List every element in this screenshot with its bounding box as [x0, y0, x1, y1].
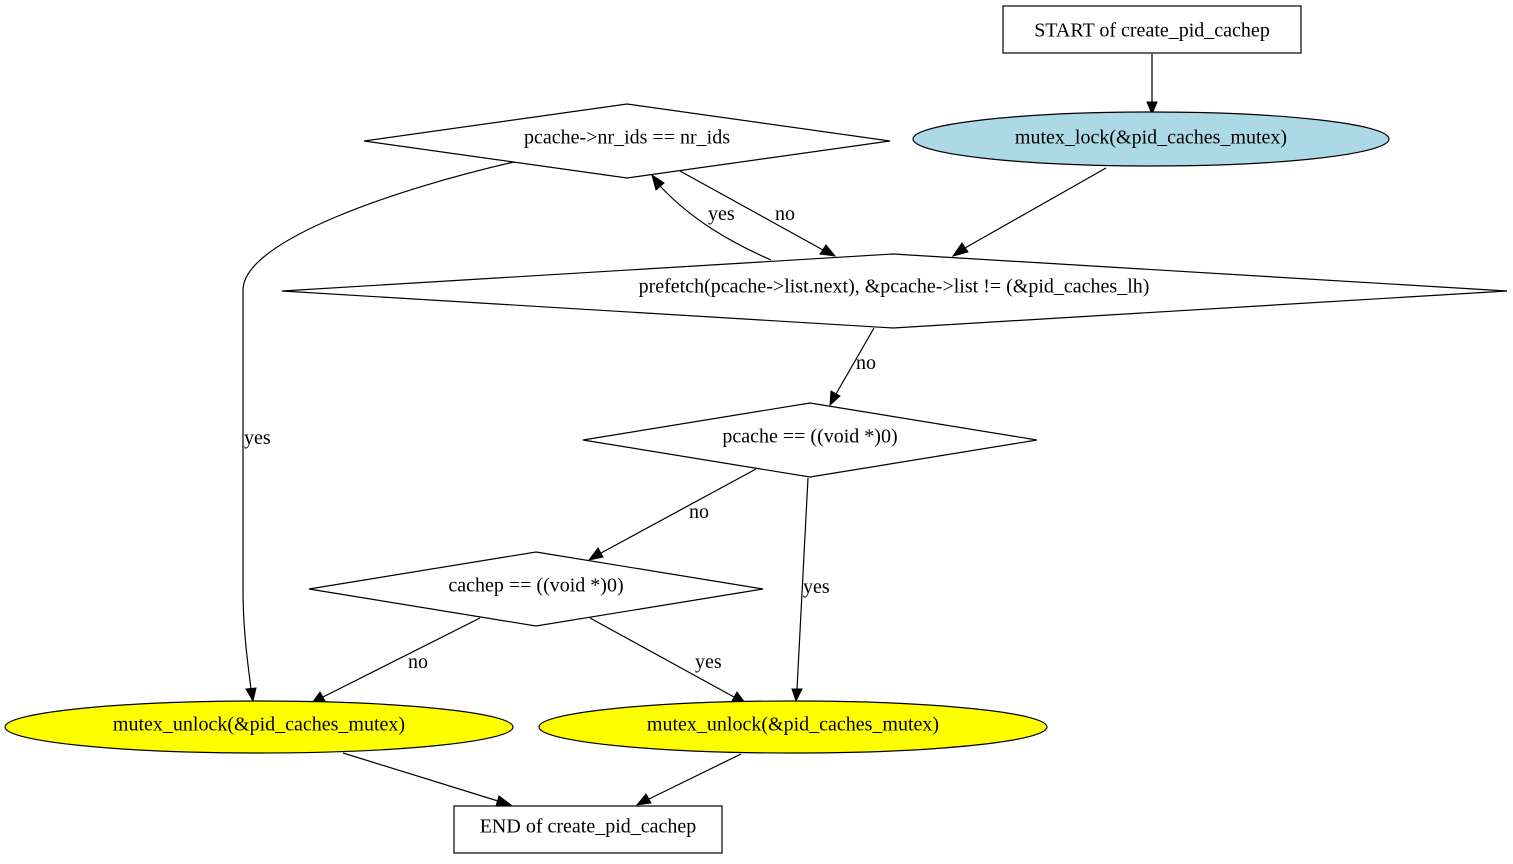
condition-loop-diamond: [281, 253, 1508, 329]
edge-cachep-to-unlockleft-no: no: [310, 617, 481, 704]
edge-cachep-to-unlockright-yes: yes: [589, 617, 747, 704]
edge-unlockright-to-end: [635, 753, 742, 806]
condition-pcache-label: pcache == ((void *)0): [722, 426, 897, 448]
mutex-unlock-right-node[interactable]: mutex_unlock(&pid_caches_mutex): [538, 700, 1048, 754]
edge-label-no: no: [856, 352, 876, 374]
end-label: END of create_pid_cachep: [480, 816, 697, 838]
edge-nrids-to-unlockleft-yes: yes: [242, 161, 515, 703]
condition-loop-label: prefetch(pcache->list.next), &pcache->li…: [639, 276, 1150, 298]
condition-nr-ids-diamond: [363, 103, 891, 179]
condition-cachep-label: cachep == ((void *)0): [448, 575, 623, 597]
edge-label-yes: yes: [695, 651, 722, 673]
start-label: START of create_pid_cachep: [1034, 20, 1270, 42]
edge-start-to-lock: [1146, 54, 1158, 116]
edges: yes no yes no no yes: [242, 54, 1158, 807]
edge-label-yes: yes: [708, 203, 735, 225]
edge-label-no: no: [775, 203, 795, 225]
nodes: START of create_pid_cachep mutex_lock(&p…: [4, 5, 1508, 854]
mutex-unlock-right-label: mutex_unlock(&pid_caches_mutex): [647, 714, 939, 736]
mutex-unlock-left-label: mutex_unlock(&pid_caches_mutex): [113, 714, 405, 736]
condition-pcache-node[interactable]: pcache == ((void *)0): [582, 402, 1038, 478]
edge-loop-to-pcache-no: no: [829, 327, 876, 407]
condition-pcache-diamond: [582, 402, 1038, 478]
edge-pcache-to-unlockright-yes: yes: [791, 477, 830, 703]
start-node[interactable]: START of create_pid_cachep: [1002, 5, 1302, 54]
condition-cachep-node[interactable]: cachep == ((void *)0): [308, 551, 764, 627]
mutex-lock-ellipse: [912, 111, 1390, 167]
mutex-lock-label: mutex_lock(&pid_caches_mutex): [1015, 127, 1287, 149]
edge-label-yes: yes: [803, 576, 830, 598]
edge-label-yes: yes: [244, 427, 271, 449]
mutex-lock-node[interactable]: mutex_lock(&pid_caches_mutex): [912, 111, 1390, 167]
condition-nr-ids-label: pcache->nr_ids == nr_ids: [524, 127, 730, 149]
condition-nr-ids-node[interactable]: pcache->nr_ids == nr_ids: [363, 103, 891, 179]
edge-loop-to-nrids-yes: yes: [651, 173, 772, 261]
condition-cachep-diamond: [308, 551, 764, 627]
start-box: [1002, 5, 1302, 54]
edge-lock-to-loop: [951, 167, 1107, 257]
mutex-unlock-left-node[interactable]: mutex_unlock(&pid_caches_mutex): [4, 700, 514, 754]
condition-loop-node[interactable]: prefetch(pcache->list.next), &pcache->li…: [281, 253, 1508, 329]
edge-nrids-to-loop-no: no: [679, 170, 837, 257]
edge-pcache-to-cachep-no: no: [587, 468, 757, 561]
edge-label-no: no: [408, 651, 428, 673]
mutex-unlock-right-ellipse: [538, 700, 1048, 754]
edge-label-no: no: [689, 501, 709, 523]
end-box: [453, 805, 723, 854]
mutex-unlock-left-ellipse: [4, 700, 514, 754]
edge-unlockleft-to-end: [342, 752, 513, 807]
end-node[interactable]: END of create_pid_cachep: [453, 805, 723, 854]
